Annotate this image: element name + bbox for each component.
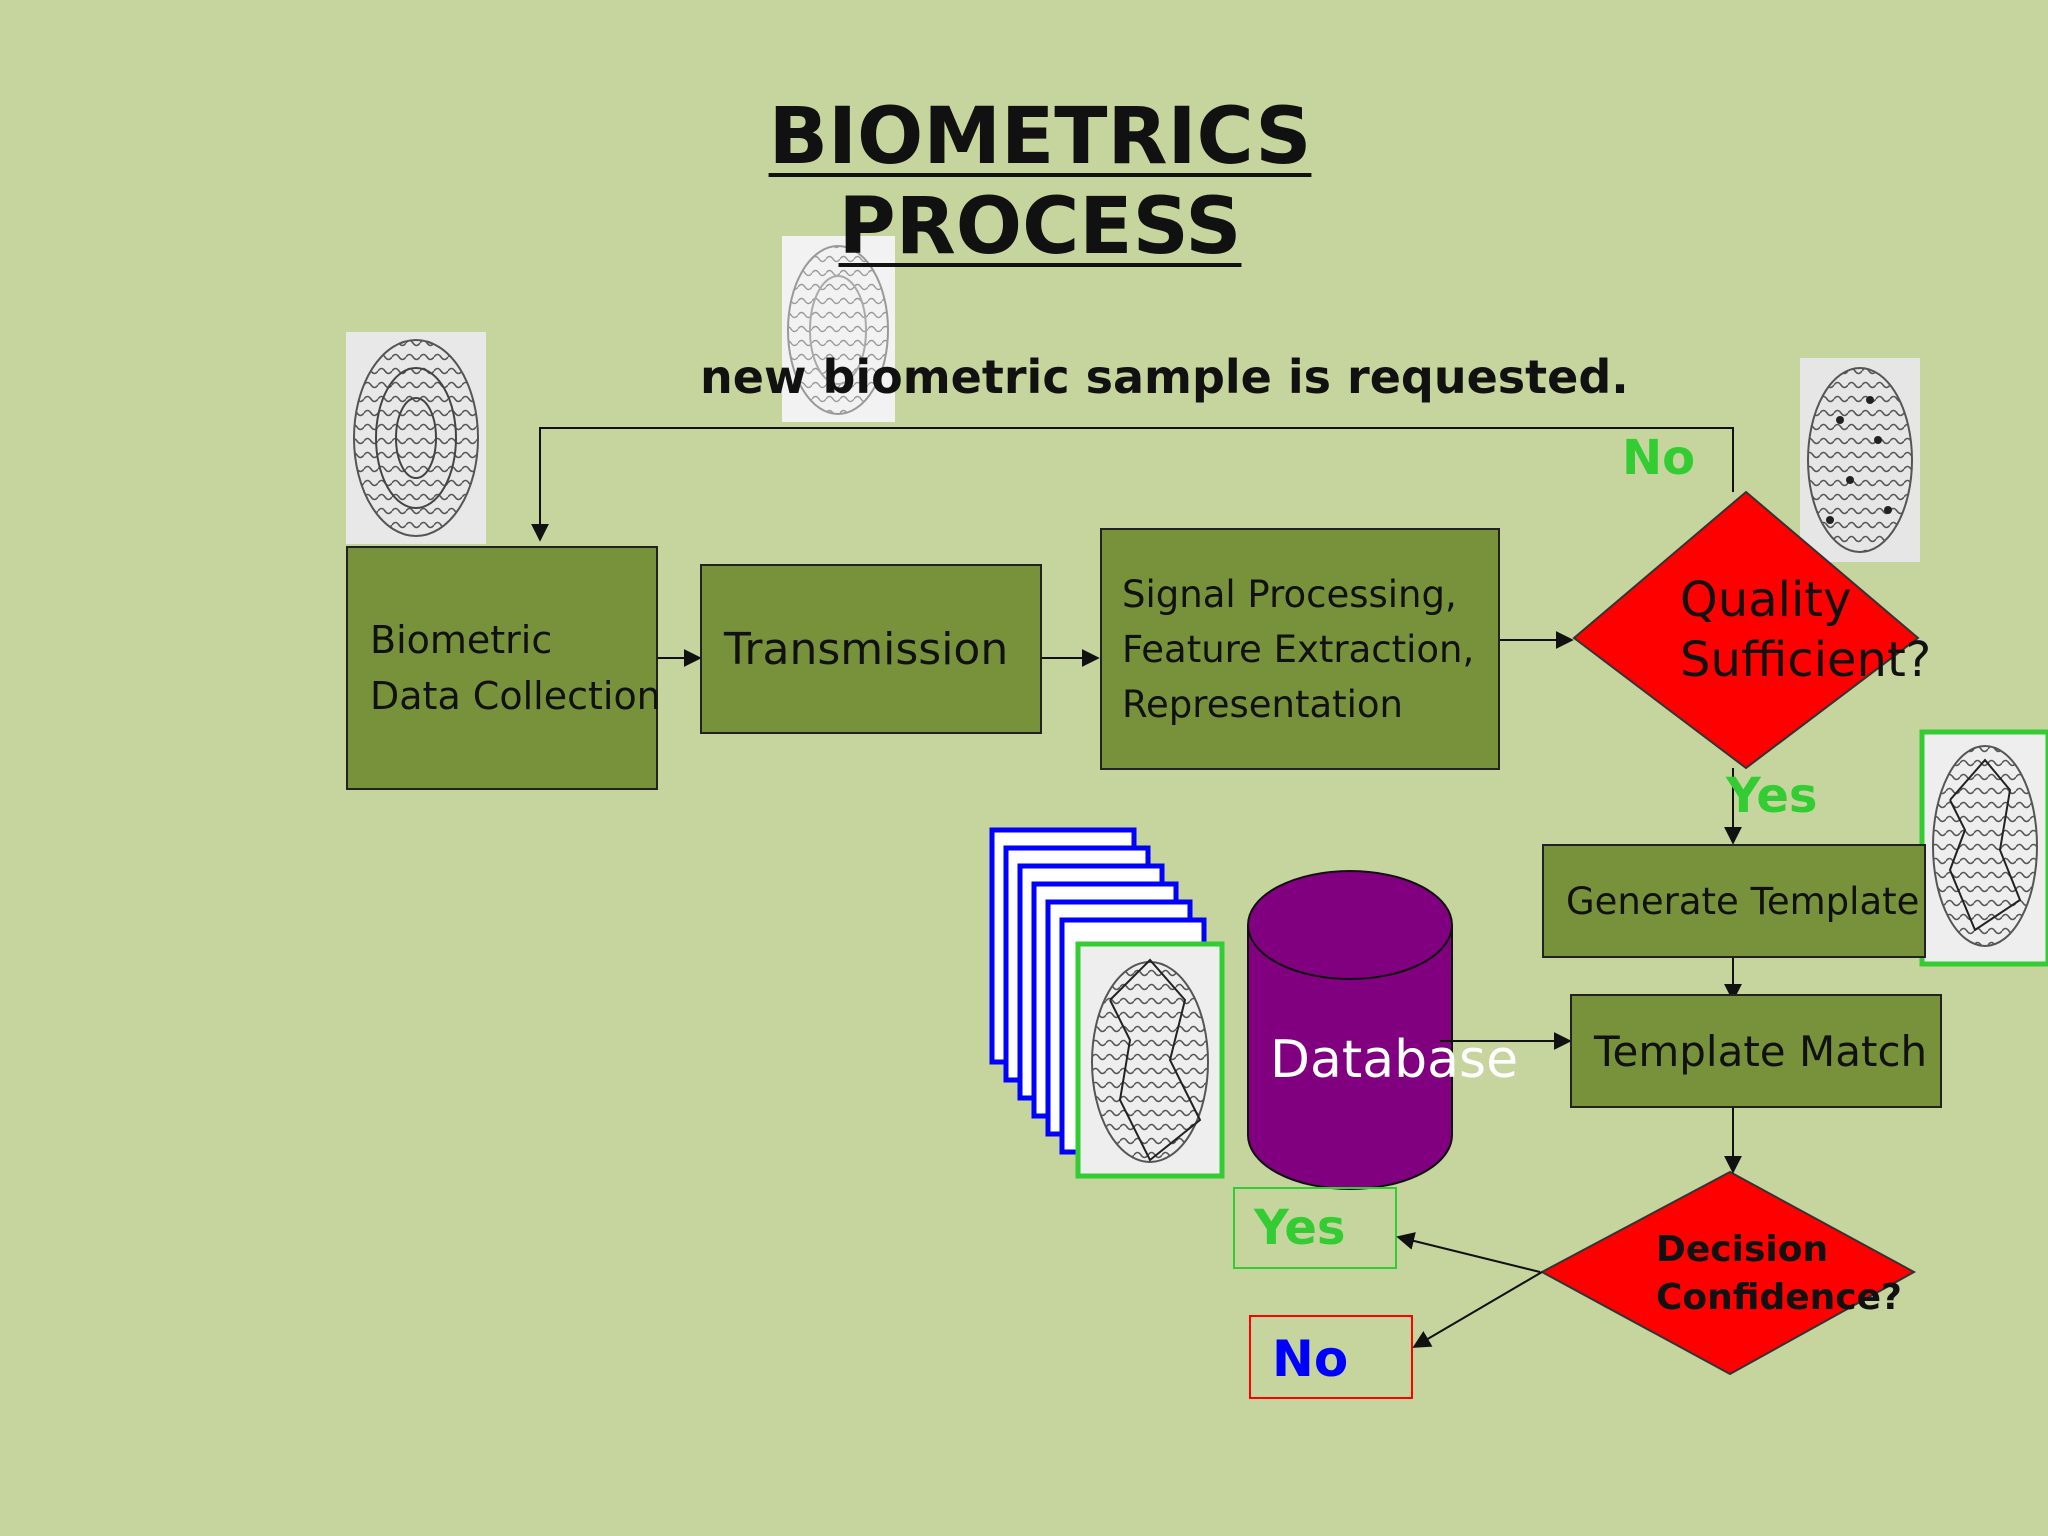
confidence-question: Decision Confidence? bbox=[1656, 1226, 1902, 1322]
confidence-decision-diamond bbox=[1539, 1170, 1917, 1376]
decision-yes-label: Yes bbox=[1254, 1200, 1346, 1256]
signal-processing-line-2: Feature Extraction, bbox=[1122, 627, 1475, 671]
quality-no-label: No bbox=[1622, 430, 1696, 486]
transmission-box: Transmission bbox=[700, 564, 1042, 734]
fingerprint-template-image-icon bbox=[1919, 729, 2048, 967]
connectors bbox=[531, 427, 1742, 1348]
database-cylinder bbox=[1247, 870, 1453, 1190]
quality-line-2: Sufficient? bbox=[1680, 632, 1932, 688]
generate-template-label: Generate Template bbox=[1566, 879, 1920, 923]
quality-line-1: Quality bbox=[1680, 572, 1852, 628]
fingerprint-image-2-icon bbox=[782, 236, 895, 422]
yes-output-box bbox=[1233, 1187, 1397, 1269]
quality-decision-diamond bbox=[1572, 490, 1920, 770]
decision-no-label: No bbox=[1272, 1330, 1349, 1388]
data-collection-line-1: Biometric bbox=[370, 618, 553, 662]
signal-processing-line-1: Signal Processing, bbox=[1122, 572, 1457, 616]
page-title: BIOMETRICS PROCESS bbox=[768, 92, 1312, 272]
no-output-box bbox=[1249, 1315, 1413, 1399]
confidence-line-2: Confidence? bbox=[1656, 1277, 1902, 1318]
confidence-line-1: Decision bbox=[1656, 1229, 1829, 1270]
fingerprint-image-1-icon bbox=[346, 332, 486, 544]
data-collection-box: Biometric Data Collection bbox=[346, 546, 661, 790]
fingerprint-image-3-icon bbox=[1800, 358, 1920, 562]
transmission-label: Transmission bbox=[724, 623, 1009, 675]
signal-processing-box: Signal Processing, Feature Extraction, R… bbox=[1100, 528, 1500, 770]
template-match-box: Template Match bbox=[1570, 994, 1942, 1108]
signal-processing-line-3: Representation bbox=[1122, 682, 1404, 726]
quality-yes-label: Yes bbox=[1726, 768, 1818, 824]
resample-banner: new biometric sample is requested. bbox=[700, 350, 1629, 404]
template-match-label: Template Match bbox=[1594, 1026, 1928, 1076]
generate-template-box: Generate Template bbox=[1542, 844, 1926, 958]
data-collection-line-2: Data Collection bbox=[370, 674, 661, 718]
template-stack-icon bbox=[989, 827, 1225, 1179]
database-label: Database bbox=[1270, 1030, 1519, 1090]
quality-question: Quality Sufficient? bbox=[1680, 570, 1931, 690]
